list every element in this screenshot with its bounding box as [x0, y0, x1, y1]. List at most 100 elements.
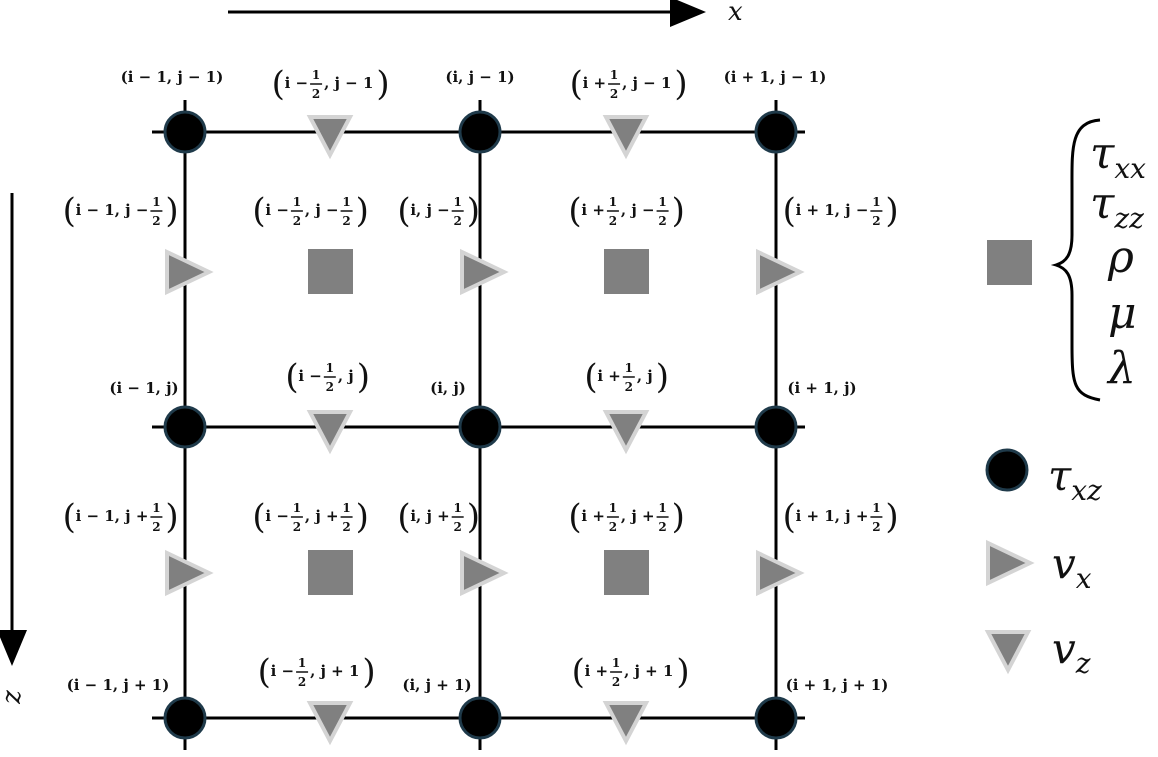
- svg-text:, j: , j: [637, 367, 653, 385]
- legend-vz-label: vz: [1052, 624, 1091, 680]
- svg-text:(: (: [568, 191, 581, 231]
- node-label: (i + 1, j − 1): [724, 68, 827, 86]
- svg-text:): ): [467, 191, 480, 231]
- vz-triangle-marker: [602, 115, 650, 160]
- node-label: (i − 1, j + 1): [67, 676, 170, 694]
- half-index-label: i + 12, j − 12(): [568, 191, 684, 231]
- half-index-label: i − 12, j + 12(): [252, 497, 368, 537]
- svg-text:i −: i −: [285, 74, 309, 92]
- vx-triangle-marker: [165, 549, 214, 597]
- svg-text:): ): [885, 497, 898, 537]
- grid-labels: (i − 1, j − 1)(i, j − 1)(i + 1, j − 1)(i…: [63, 64, 899, 694]
- svg-text:1: 1: [609, 501, 617, 515]
- svg-text:(: (: [258, 652, 271, 692]
- node-label: (i + 1, j): [787, 379, 856, 397]
- svg-text:(: (: [397, 497, 410, 537]
- svg-text:2: 2: [298, 675, 306, 689]
- svg-text:1: 1: [454, 501, 462, 515]
- node-circle-marker: [754, 405, 798, 449]
- svg-text:): ): [165, 191, 178, 231]
- svg-text:1: 1: [872, 501, 880, 515]
- legend-circle-marker: [985, 448, 1029, 492]
- svg-text:): ): [356, 191, 369, 231]
- half-index-label: i + 1, j + 12(): [783, 497, 899, 537]
- svg-text:(: (: [572, 652, 585, 692]
- svg-text:1: 1: [298, 656, 306, 670]
- svg-text:i +: i +: [581, 507, 605, 525]
- svg-text:2: 2: [152, 214, 160, 228]
- svg-text:2: 2: [326, 380, 334, 394]
- svg-text:i − 1, j −: i − 1, j −: [76, 201, 149, 219]
- svg-text:i +: i +: [583, 74, 607, 92]
- legend-square-marker: [987, 240, 1032, 285]
- svg-text:i +: i +: [581, 201, 605, 219]
- svg-text:1: 1: [658, 195, 666, 209]
- legend-square-var: μ: [1108, 288, 1137, 339]
- svg-text:1: 1: [625, 361, 633, 375]
- svg-text:, j − 1: , j − 1: [622, 74, 671, 92]
- svg-text:i + 1, j +: i + 1, j +: [796, 507, 869, 525]
- svg-text:, j + 1: , j + 1: [624, 662, 673, 680]
- vz-triangle-marker: [602, 701, 650, 746]
- svg-text:2: 2: [152, 520, 160, 534]
- svg-text:): ): [356, 497, 369, 537]
- half-index-label: i + 1, j − 12(): [783, 191, 899, 231]
- vz-triangle-marker: [306, 701, 354, 746]
- svg-text:2: 2: [454, 520, 462, 534]
- half-index-label: i, j + 12(): [397, 497, 480, 537]
- svg-text:(: (: [285, 357, 298, 397]
- half-index-label: i − 12, j(): [285, 357, 370, 397]
- svg-text:): ): [357, 357, 370, 397]
- node-circle-marker: [163, 110, 207, 154]
- legend-square-var: τxx: [1090, 128, 1146, 185]
- svg-text:i, j +: i, j +: [410, 507, 449, 525]
- svg-text:i − 1, j +: i − 1, j +: [76, 507, 149, 525]
- half-index-label: i + 12, j − 1(): [570, 64, 688, 104]
- cell-square-marker: [604, 249, 649, 294]
- svg-text:i +: i +: [585, 662, 609, 680]
- node-circle-marker: [458, 405, 502, 449]
- half-index-label: i + 12, j + 12(): [568, 497, 684, 537]
- svg-text:1: 1: [152, 501, 160, 515]
- svg-text:): ): [376, 64, 389, 104]
- svg-text:2: 2: [293, 214, 301, 228]
- half-index-label: i + 12, j(): [584, 357, 669, 397]
- svg-text:2: 2: [342, 520, 350, 534]
- svg-text:1: 1: [454, 195, 462, 209]
- svg-text:(: (: [584, 357, 597, 397]
- node-label: (i, j + 1): [402, 676, 471, 694]
- svg-text:2: 2: [609, 520, 617, 534]
- node-label: (i − 1, j): [109, 379, 178, 397]
- svg-text:2: 2: [610, 87, 618, 101]
- node-circle-marker: [754, 110, 798, 154]
- svg-text:, j +: , j +: [621, 507, 655, 525]
- svg-text:, j − 1: , j − 1: [324, 74, 373, 92]
- svg-text:2: 2: [312, 87, 320, 101]
- svg-text:2: 2: [872, 214, 880, 228]
- svg-text:1: 1: [609, 195, 617, 209]
- svg-text:1: 1: [658, 501, 666, 515]
- svg-text:(: (: [397, 191, 410, 231]
- svg-text:): ): [362, 652, 375, 692]
- svg-text:2: 2: [454, 214, 462, 228]
- svg-text:1: 1: [293, 195, 301, 209]
- node-circle-marker: [458, 110, 502, 154]
- svg-text:2: 2: [625, 380, 633, 394]
- cell-square-marker: [308, 550, 353, 595]
- svg-text:1: 1: [342, 501, 350, 515]
- node-label: (i, j − 1): [445, 68, 514, 86]
- svg-text:): ): [165, 497, 178, 537]
- svg-text:, j + 1: , j + 1: [310, 662, 359, 680]
- svg-text:(: (: [63, 497, 76, 537]
- legend-vx-label: vx: [1052, 539, 1092, 595]
- svg-text:, j: , j: [338, 367, 354, 385]
- svg-text:2: 2: [872, 520, 880, 534]
- vx-triangle-marker: [460, 549, 509, 597]
- svg-text:1: 1: [342, 195, 350, 209]
- grid-markers: [163, 110, 805, 746]
- svg-text:(: (: [252, 191, 265, 231]
- svg-text:(: (: [63, 191, 76, 231]
- half-index-label: i − 1, j + 1 2 (): [63, 497, 179, 537]
- svg-text:i +: i +: [597, 367, 621, 385]
